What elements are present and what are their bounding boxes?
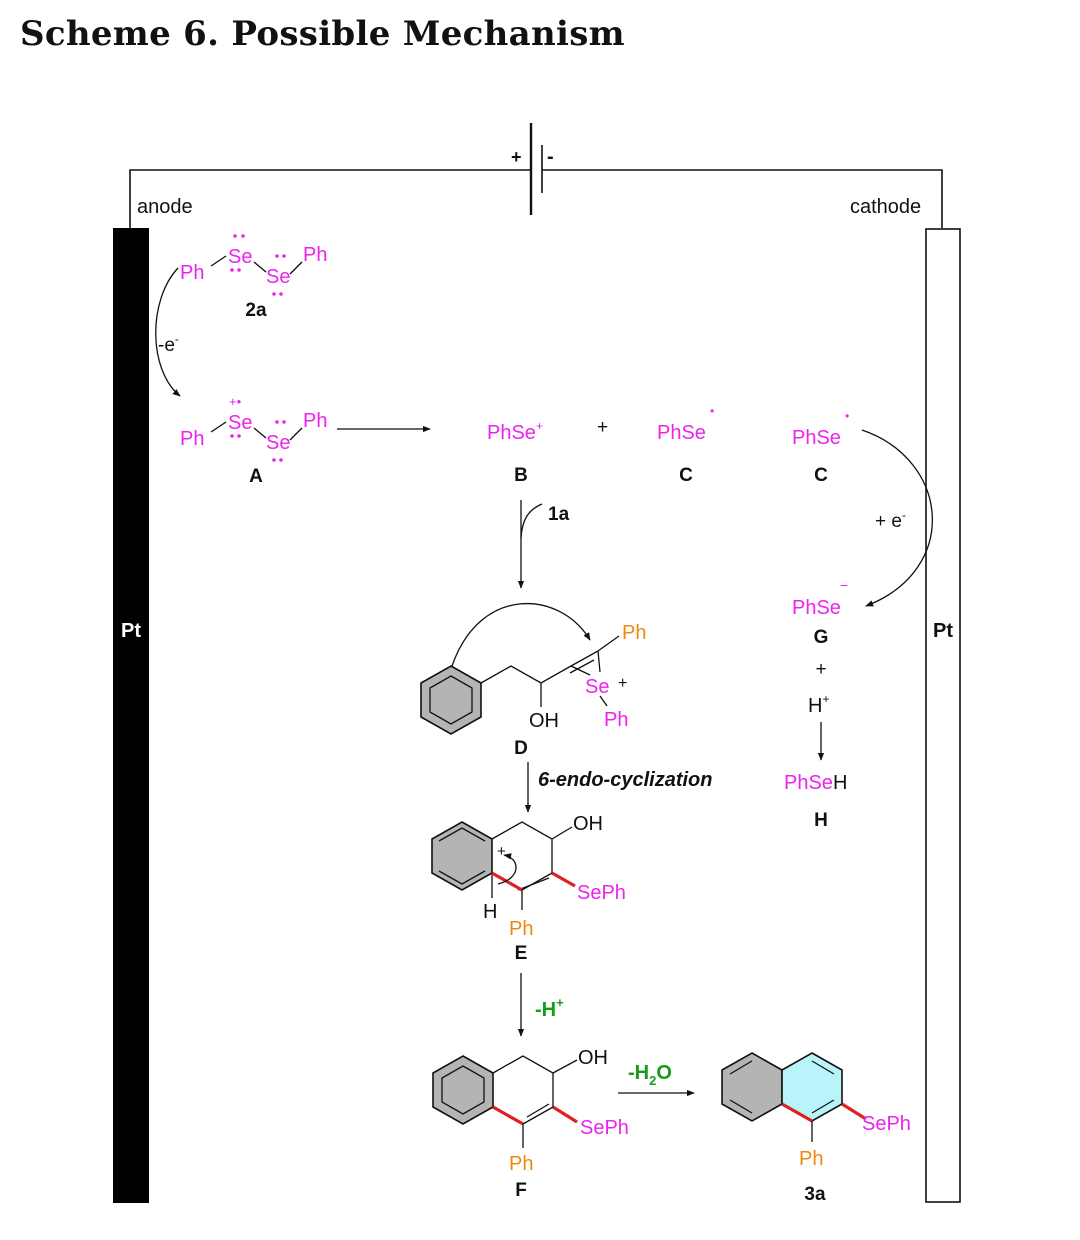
dehydration-label: -H2O xyxy=(628,1062,672,1088)
compound-label: 2a xyxy=(245,300,267,321)
radical-cation-charge: +• xyxy=(229,394,242,409)
phenyl-label: Ph xyxy=(180,428,204,450)
oxidation-arrow xyxy=(155,267,181,397)
new-bond xyxy=(781,1102,813,1123)
phenylselenide-anion: PhSe xyxy=(792,597,841,619)
selenium-label: Se xyxy=(585,676,609,698)
selenium-label: Se xyxy=(228,412,252,434)
compound-H: PhSeH H xyxy=(784,772,847,831)
proton: H+ xyxy=(808,692,829,717)
new-bond xyxy=(491,871,523,892)
compound-label: A xyxy=(249,466,263,487)
compound-label: C xyxy=(814,465,828,486)
cyclization-label: 6-endo-cyclization xyxy=(538,769,712,791)
compound-label: F xyxy=(515,1180,527,1201)
phenylselenium-cation: PhSe+ xyxy=(487,419,543,444)
new-bond xyxy=(552,1105,578,1124)
compound-label: G xyxy=(814,627,829,648)
deprotonation-label: -H+ xyxy=(535,995,564,1021)
plus-sign: + xyxy=(815,659,826,680)
battery-icon xyxy=(529,123,543,215)
cathode-label: cathode xyxy=(850,196,921,218)
battery-plus: + xyxy=(511,147,522,167)
compound-G: PhSe − G xyxy=(792,577,848,648)
plus-sign: + xyxy=(597,417,608,438)
compound-label: 3a xyxy=(804,1184,826,1205)
lone-pair-dots xyxy=(230,234,286,296)
hydroxyl-label: OH xyxy=(573,813,603,835)
benzenium-ring xyxy=(431,821,493,891)
reduction-label: + e- xyxy=(875,508,906,532)
phenyl-label: Ph xyxy=(180,262,204,284)
oxidation-label: -e- xyxy=(158,332,179,356)
new-bond xyxy=(492,1105,524,1126)
reagent-1a: 1a xyxy=(548,504,570,525)
compound-label: B xyxy=(514,465,528,486)
reagent-curve xyxy=(520,503,543,539)
compound-E: + OH H SePh Ph E xyxy=(431,813,626,964)
cyclization-curved-arrow xyxy=(451,602,591,667)
compound-C: PhSe • C xyxy=(657,404,714,486)
proton-shift-arrow xyxy=(497,853,517,885)
battery-minus: - xyxy=(547,146,554,168)
compound-2a: Ph Se Se Ph 2a xyxy=(180,234,327,321)
compound-label: H xyxy=(814,810,828,831)
benzeneselenol: PhSeH xyxy=(784,772,847,794)
phenylselenyl-radical: PhSe xyxy=(792,427,841,449)
anode-material: Pt xyxy=(121,620,141,642)
phenylselenyl-radical: PhSe xyxy=(657,422,706,444)
radical-dot: • xyxy=(710,404,714,418)
compound-3a: SePh Ph 3a xyxy=(721,1052,911,1205)
compound-B: PhSe+ B xyxy=(487,419,543,486)
circuit-wire xyxy=(129,169,943,228)
compound-C: PhSe • C xyxy=(792,409,849,486)
phenyl-label: Ph xyxy=(622,622,646,644)
hydroxyl-label: OH xyxy=(529,710,559,732)
carbocation-charge: + xyxy=(497,843,506,860)
compound-label: E xyxy=(515,943,528,964)
phenyl-label: Ph xyxy=(799,1148,823,1170)
selenonium-charge: + xyxy=(618,675,627,692)
hydroxyl-label: OH xyxy=(578,1047,608,1069)
selenium-label: Se xyxy=(266,266,290,288)
phenylselanyl-label: SePh xyxy=(577,882,626,904)
phenylselanyl-label: SePh xyxy=(580,1117,629,1139)
selenium-label: Se xyxy=(266,432,290,454)
phenyl-label: Ph xyxy=(303,410,327,432)
phenyl-label: Ph xyxy=(604,709,628,731)
phenylselanyl-label: SePh xyxy=(862,1113,911,1135)
cathode-material: Pt xyxy=(933,620,953,642)
anion-charge: − xyxy=(840,577,848,593)
phenyl-label: Ph xyxy=(509,918,533,940)
compound-label: D xyxy=(514,738,528,759)
anode-label: anode xyxy=(137,196,193,218)
phenyl-label: Ph xyxy=(509,1153,533,1175)
compound-label: C xyxy=(679,465,693,486)
cathode-electrode xyxy=(925,228,961,1203)
compound-A: Ph Se Se Ph +• A xyxy=(180,394,327,487)
lone-pair-dots xyxy=(230,420,286,462)
compound-F: OH SePh Ph F xyxy=(432,1047,629,1201)
radical-dot: • xyxy=(845,409,849,423)
anode-electrode xyxy=(113,228,149,1203)
scheme-title: Scheme 6. Possible Mechanism xyxy=(20,14,625,54)
phenyl-label: Ph xyxy=(303,244,327,266)
new-bond xyxy=(841,1102,867,1121)
new-bond xyxy=(551,871,576,888)
hydrogen-label: H xyxy=(483,901,497,923)
compound-D: OH Se + Ph Ph D xyxy=(420,602,646,759)
benzene-ring xyxy=(721,1052,783,1122)
reduction-arrow xyxy=(861,429,933,607)
selenium-label: Se xyxy=(228,246,252,268)
